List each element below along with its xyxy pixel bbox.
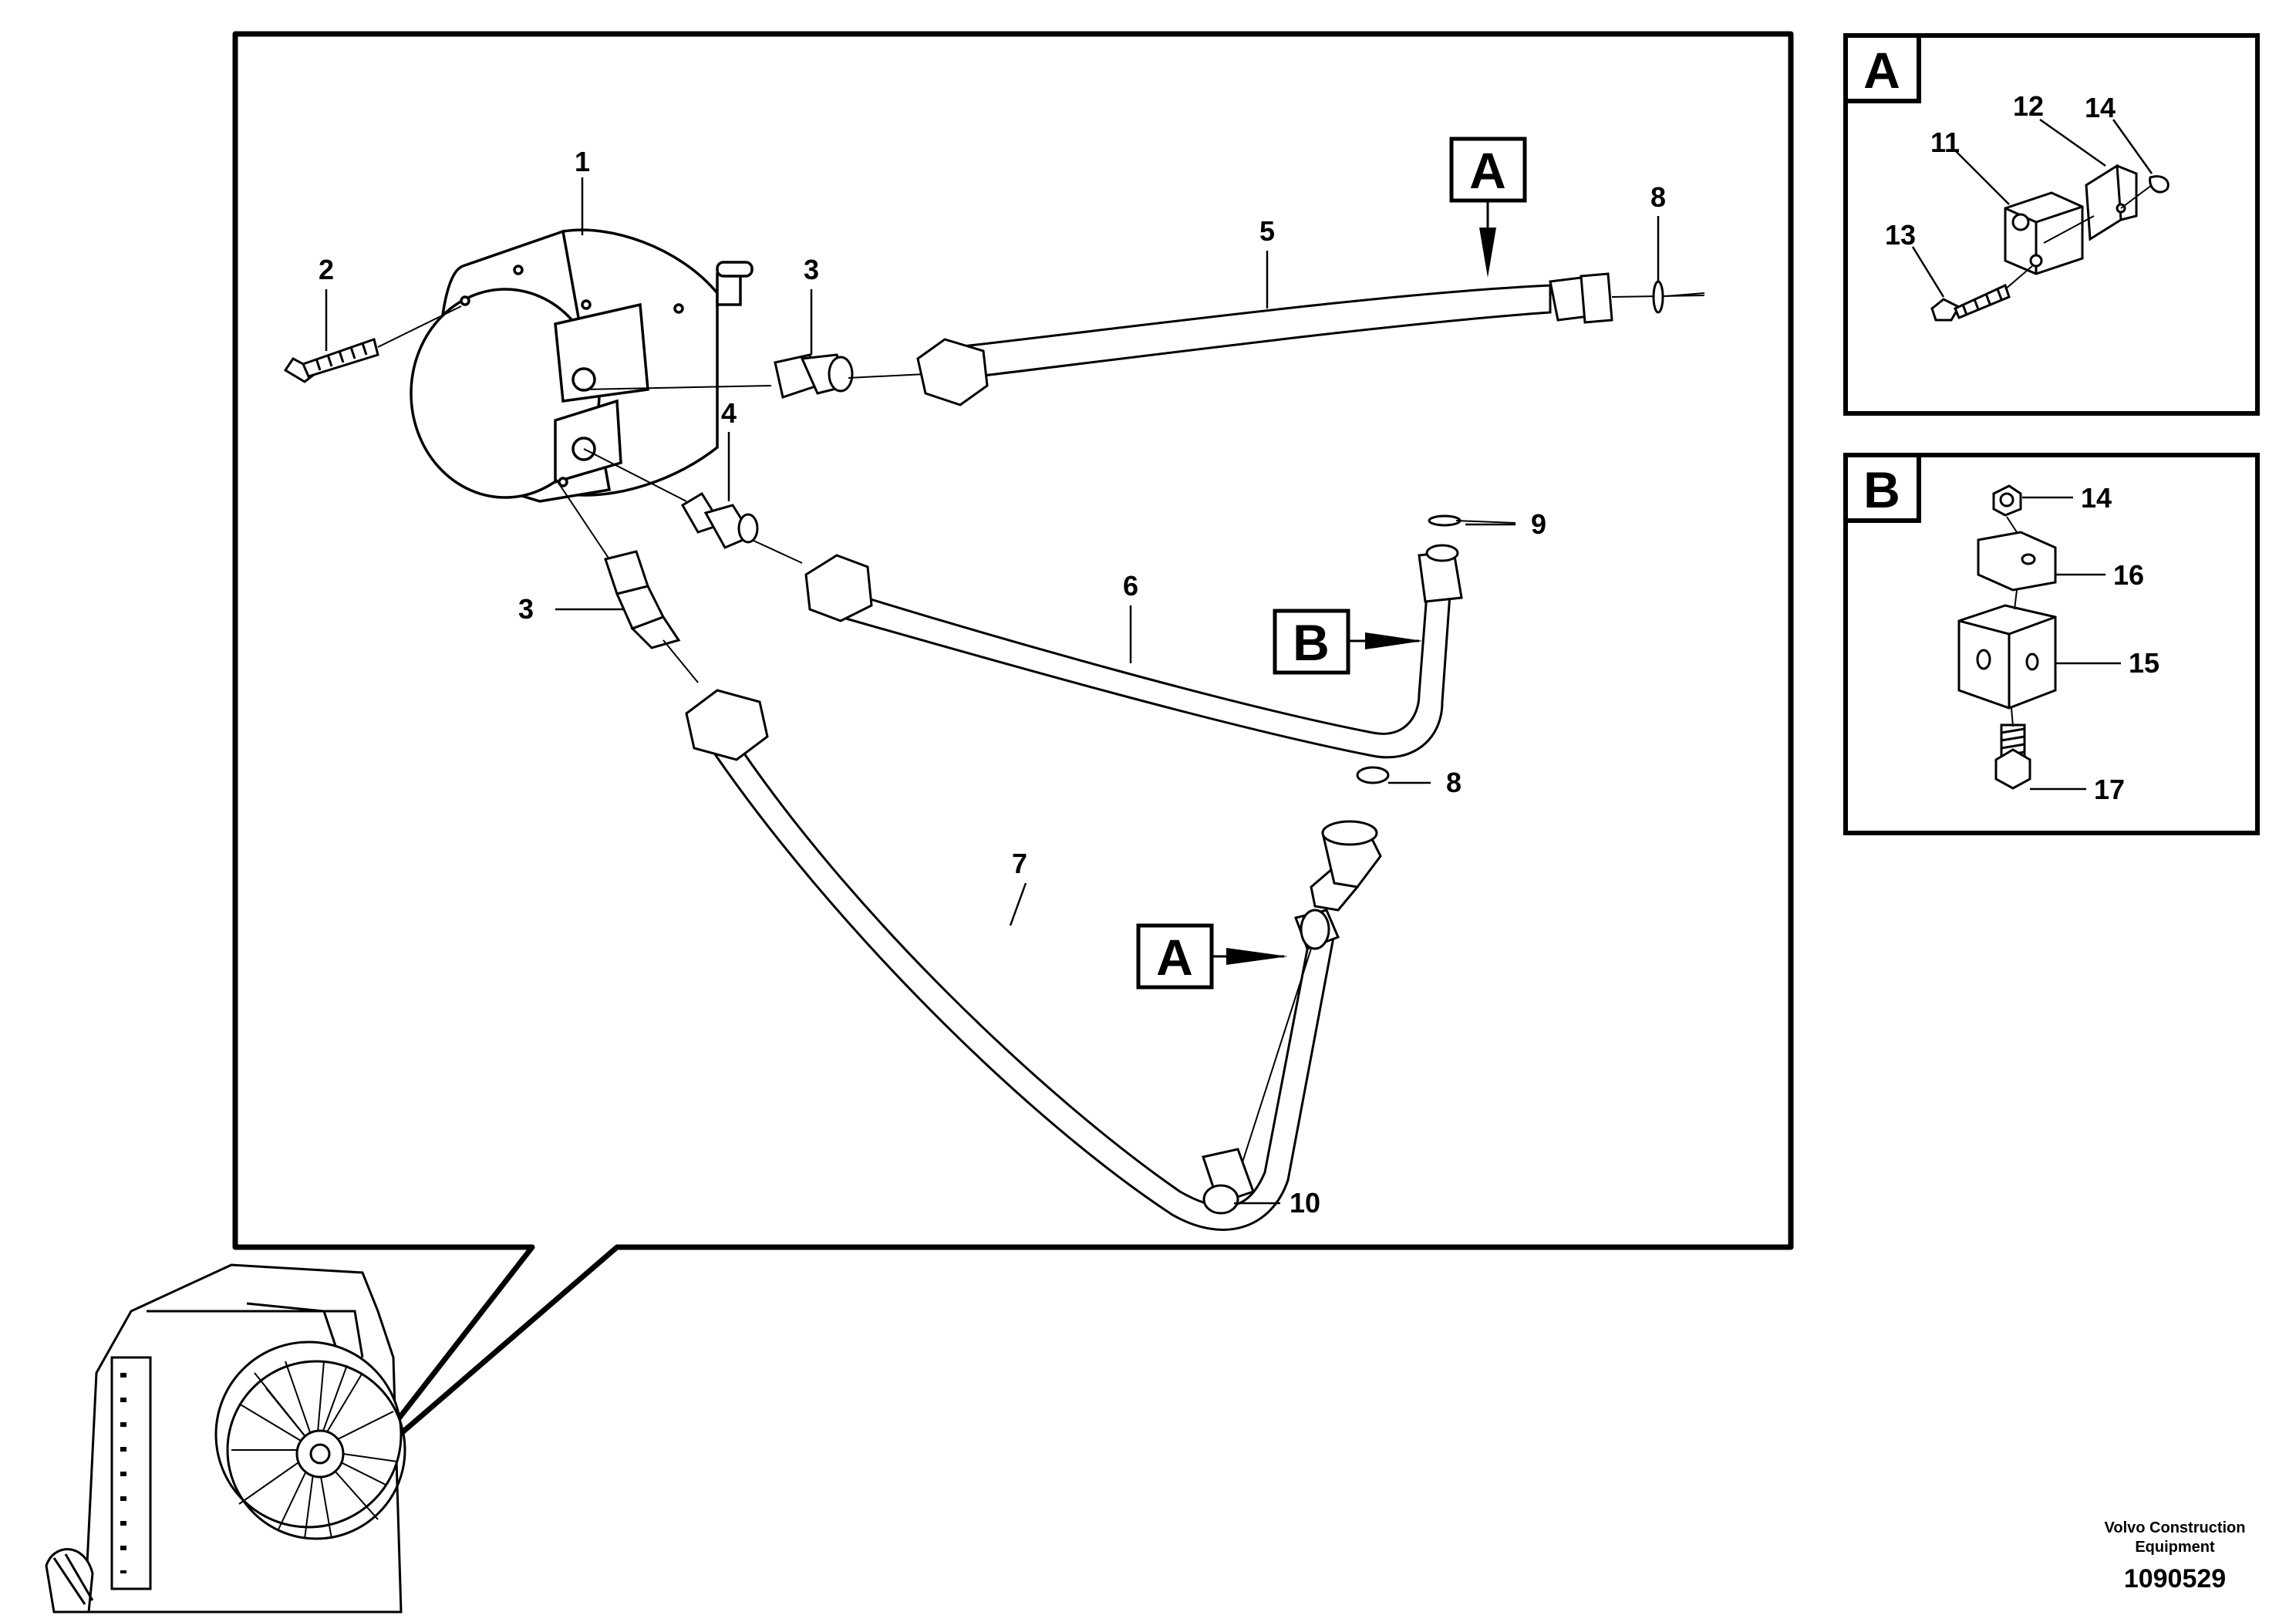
ref-box-a-lower: A <box>1136 923 1288 990</box>
detail-panel-b: B 14 16 15 17 <box>1843 453 2260 835</box>
union-3-upper <box>582 353 926 399</box>
detail-a-callout-13: 13 <box>1885 219 1916 251</box>
callout-3-lower: 3 <box>518 593 534 625</box>
footer: Volvo Construction Equipment 1090529 <box>2105 1519 2246 1593</box>
callout-2: 2 <box>319 254 334 285</box>
detail-panel-a: A 11 12 14 13 <box>1843 33 2260 416</box>
detail-a-callout-11: 11 <box>1930 126 1960 158</box>
detail-b-parts <box>1957 484 2057 790</box>
detail-a-leaders <box>1911 118 2153 298</box>
detail-b-callout-15: 15 <box>2129 647 2159 679</box>
brake-cylinder <box>410 228 754 503</box>
detail-b-title: B <box>1863 461 1900 518</box>
document-number: 1090529 <box>2124 1564 2226 1593</box>
callout-4: 4 <box>721 397 737 429</box>
callout-10: 10 <box>1290 1187 1320 1219</box>
ref-box-b-label: B <box>1293 614 1330 671</box>
pipe-6 <box>804 514 1516 759</box>
detail-b-leaders <box>2022 496 2121 791</box>
ref-box-a-upper: A <box>1449 137 1527 278</box>
detail-b-callout-16: 16 <box>2113 559 2144 591</box>
callout-5: 5 <box>1259 215 1275 247</box>
callout-6: 6 <box>1123 570 1138 602</box>
company-name-line1: Volvo Construction <box>2105 1519 2246 1536</box>
callout-8-upper: 8 <box>1650 181 1666 213</box>
callout-9: 9 <box>1531 508 1546 540</box>
ref-box-a-lower-label: A <box>1156 929 1193 986</box>
main-callouts: 1 2 3 4 5 8 3 6 9 8 7 10 <box>319 146 1666 1219</box>
ref-box-b: B <box>1273 609 1423 675</box>
callout-7: 7 <box>1012 848 1027 879</box>
detail-b-callout-14: 14 <box>2081 482 2112 514</box>
ref-box-a-upper-label: A <box>1469 142 1506 199</box>
union-4 <box>583 448 803 564</box>
machine-thumbnail <box>45 1263 406 1614</box>
detail-a-parts <box>1930 164 2170 322</box>
detail-a-callout-14: 14 <box>2085 92 2116 123</box>
main-frame <box>232 31 1794 1473</box>
union-3-lower <box>555 477 699 683</box>
callout-3-upper: 3 <box>804 254 819 285</box>
bolt-2 <box>283 305 462 383</box>
pipe-7 <box>685 689 1390 1231</box>
detail-a-callout-12: 12 <box>2013 90 2044 122</box>
company-name-line2: Equipment <box>2135 1539 2215 1556</box>
leader-lines <box>325 177 1660 1205</box>
callout-8-lower: 8 <box>1446 767 1462 798</box>
detail-b-callout-17: 17 <box>2094 774 2125 805</box>
detail-a-title: A <box>1863 42 1900 99</box>
pipe-5 <box>916 272 1705 406</box>
callout-1: 1 <box>575 146 590 177</box>
